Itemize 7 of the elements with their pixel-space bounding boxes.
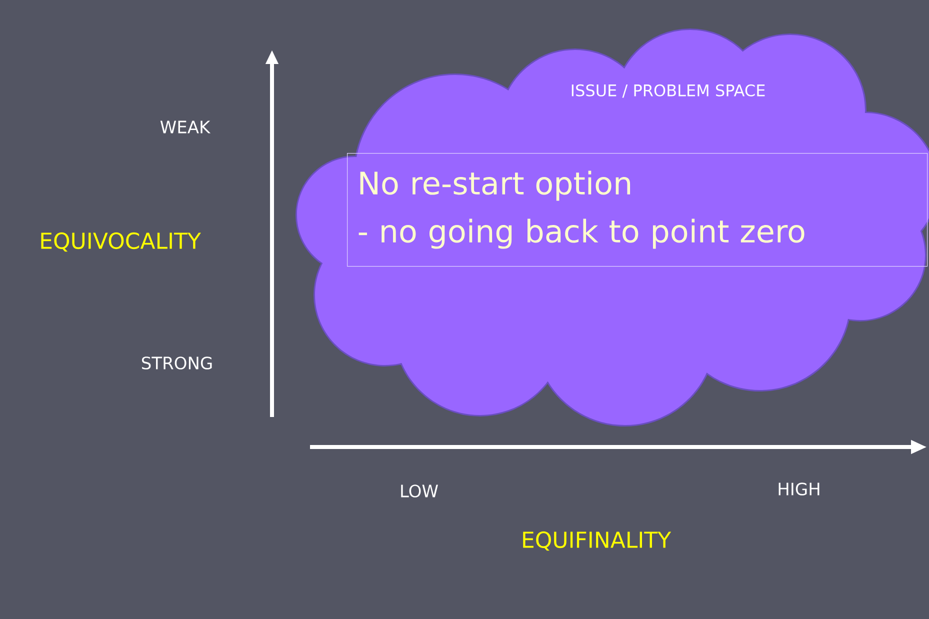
text-box: No re-start option - no going back to point zero <box>347 153 928 267</box>
scale-label: HIGH <box>778 482 820 496</box>
axis-title: EQUIVOCALITY <box>41 232 201 252</box>
axis-title: EQUIFINALITY <box>523 531 672 551</box>
scale-label: WEAK <box>160 120 211 134</box>
scale-label: STRONG <box>142 356 212 370</box>
scale-label: LOW <box>401 484 438 498</box>
